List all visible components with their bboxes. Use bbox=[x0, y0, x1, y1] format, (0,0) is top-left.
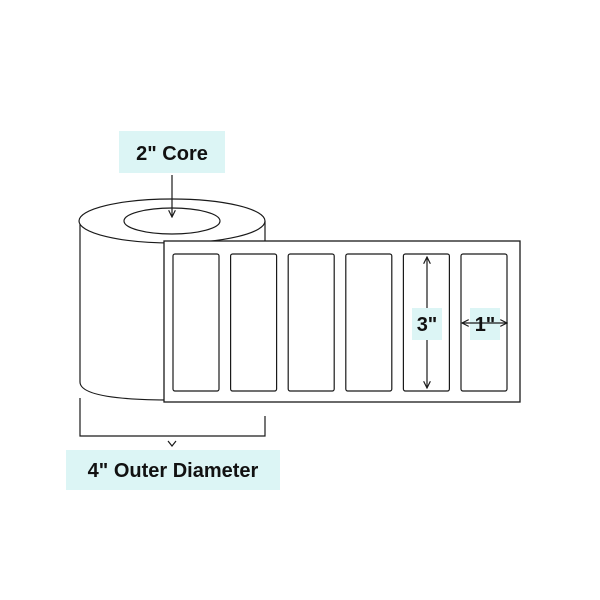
outer-diameter-label: 4" Outer Diameter bbox=[88, 460, 259, 482]
label-cell-4 bbox=[345, 253, 393, 392]
width-label: 1" bbox=[475, 314, 496, 336]
height-label: 3" bbox=[417, 314, 438, 336]
label-cell-2 bbox=[230, 253, 278, 392]
label-cell-1 bbox=[172, 253, 220, 392]
label-cell-3 bbox=[287, 253, 335, 392]
label-cells bbox=[172, 253, 508, 392]
outer-diameter-bracket bbox=[79, 398, 266, 437]
core-label: 2" Core bbox=[136, 143, 208, 165]
height-label-box bbox=[412, 308, 442, 340]
core-label-box bbox=[119, 131, 225, 173]
outer-diameter-label-box bbox=[66, 450, 280, 490]
outer-diameter-tick bbox=[167, 440, 177, 447]
